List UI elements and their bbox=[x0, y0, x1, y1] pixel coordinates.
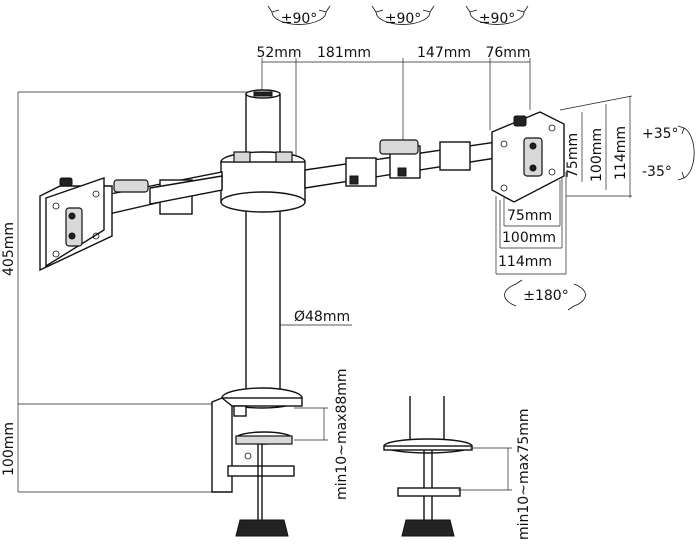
vesa-rotation-label: ±180° bbox=[523, 288, 568, 304]
desk-clamp-range-dimension: min10~max88mm bbox=[294, 368, 350, 500]
rotation-label-left-arm: ±90° bbox=[281, 11, 318, 27]
rotation-indicator-right-arm: ±90° bbox=[465, 5, 529, 27]
vesa-rotation-indicator: ±180° bbox=[504, 279, 586, 311]
desk-clamp bbox=[211, 387, 303, 537]
rotation-indicator-center-pivot: ±90° bbox=[371, 5, 435, 27]
rotation-label-right-arm: ±90° bbox=[479, 11, 516, 27]
left-arm bbox=[99, 171, 223, 217]
arm-dim-seg1: 52mm bbox=[256, 45, 301, 61]
clamp-height-dimension: 100mm bbox=[1, 404, 228, 493]
vesa-v-114: 114mm bbox=[613, 126, 629, 180]
right-vesa-plate bbox=[491, 111, 565, 203]
vesa-v-75: 75mm bbox=[565, 133, 581, 178]
grommet-range-label: min10~max75mm bbox=[516, 408, 532, 540]
center-hub bbox=[220, 151, 306, 213]
pole-height-dimension: 405mm bbox=[1, 91, 250, 405]
tilt-down-label: -35° bbox=[642, 164, 672, 180]
arm-dim-seg2: 181mm bbox=[317, 45, 371, 61]
desk-clamp-range-label: min10~max88mm bbox=[334, 368, 350, 500]
arm-dimension-line: 52mm 181mm 147mm 76mm bbox=[256, 45, 531, 160]
vesa-v-100: 100mm bbox=[589, 128, 605, 182]
vesa-horizontal-dimensions: 75mm 100mm 114mm bbox=[495, 172, 567, 275]
grommet-mount bbox=[383, 396, 473, 537]
main-pole: Ø48mm bbox=[245, 89, 352, 395]
arm-dim-seg4: 76mm bbox=[485, 45, 530, 61]
vesa-h-100: 100mm bbox=[502, 230, 556, 246]
pole-diameter-label: Ø48mm bbox=[294, 309, 350, 325]
tilt-up-label: +35° bbox=[642, 126, 679, 142]
vesa-h-75: 75mm bbox=[507, 208, 552, 224]
tilt-indicator: +35° -35° bbox=[642, 125, 695, 181]
vesa-h-114: 114mm bbox=[498, 254, 552, 270]
arm-dim-seg3: 147mm bbox=[417, 45, 471, 61]
rotation-label-center-pivot: ±90° bbox=[385, 11, 422, 27]
clamp-height-label: 100mm bbox=[1, 422, 17, 476]
right-arm bbox=[304, 139, 497, 189]
left-vesa-plate bbox=[39, 177, 113, 272]
grommet-range-dimension: min10~max75mm bbox=[458, 408, 532, 540]
vesa-vertical-dimensions: 75mm 100mm 114mm bbox=[559, 95, 633, 198]
rotation-indicator-left-arm: ±90° bbox=[267, 5, 331, 27]
pole-height-label: 405mm bbox=[1, 222, 17, 276]
